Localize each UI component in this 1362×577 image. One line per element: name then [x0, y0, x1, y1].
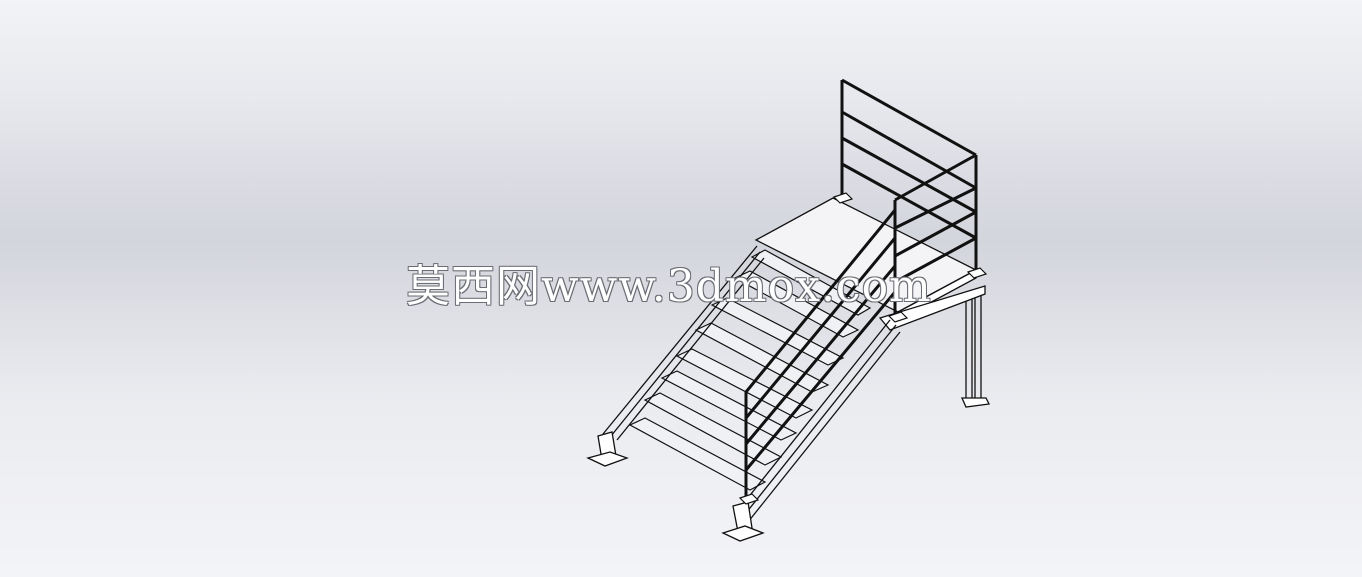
platform-guardrail	[840, 78, 978, 284]
right-stringer	[721, 319, 901, 542]
left-stringer	[586, 245, 765, 467]
post-base-plates	[738, 192, 988, 505]
stair-handrail	[744, 200, 897, 497]
platform-support-column	[960, 290, 990, 408]
